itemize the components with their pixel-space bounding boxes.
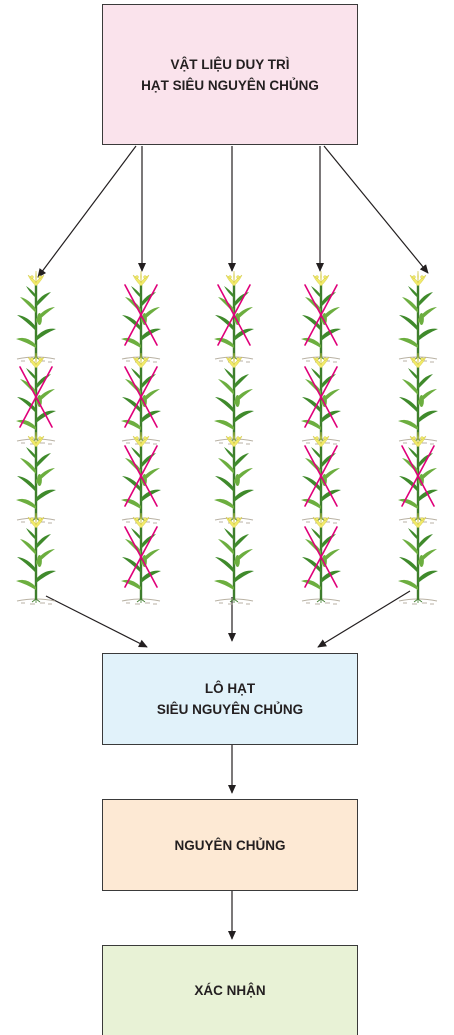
cross-mark-icon	[304, 366, 338, 428]
certified-seed-label: XÁC NHẬN	[194, 983, 266, 998]
corn-plant-icon	[119, 511, 163, 606]
cross-mark-icon	[124, 445, 158, 507]
certified-seed-box: XÁC NHẬN	[102, 945, 358, 1035]
corn-plant-icon	[14, 511, 58, 606]
cross-mark-icon	[124, 526, 158, 588]
corn-plant-icon	[299, 511, 343, 606]
corn-plant-icon	[119, 430, 163, 525]
cross-mark-icon	[124, 284, 158, 346]
corn-plant-icon	[299, 430, 343, 525]
elite-seed-label: NGUYÊN CHỦNG	[174, 837, 286, 853]
flow-arrows	[37, 145, 429, 940]
corn-plant-icon	[212, 269, 256, 364]
elite-seed-box: NGUYÊN CHỦNG	[102, 799, 358, 891]
corn-plant-icon	[212, 430, 256, 525]
cross-mark-icon	[304, 526, 338, 588]
corn-plant-icon	[212, 351, 256, 446]
corn-plant-icon	[396, 430, 440, 525]
corn-plant-icon	[14, 269, 58, 364]
plant-grid	[14, 269, 440, 606]
super-elite-seed-lot-box: LÔ HẠT SIÊU NGUYÊN CHỦNG	[102, 653, 358, 745]
cross-mark-icon	[401, 445, 435, 507]
cross-mark-icon	[19, 366, 53, 428]
cross-mark-icon	[304, 284, 338, 346]
arrow-top-to-col1	[37, 145, 137, 278]
corn-plant-icon	[119, 351, 163, 446]
corn-plant-icon	[14, 430, 58, 525]
arrow-plants-right-to-lot	[317, 590, 411, 648]
corn-plant-icon	[396, 269, 440, 364]
cross-mark-icon	[124, 366, 158, 428]
corn-plant-icon	[14, 351, 58, 446]
corn-plant-icon	[299, 351, 343, 446]
corn-plant-icon	[299, 269, 343, 364]
seed-lot-line2: SIÊU NGUYÊN CHỦNG	[156, 702, 304, 717]
maintenance-material-line2: HẠT SIÊU NGUYÊN CHỦNG	[141, 77, 319, 93]
corn-plant-icon	[119, 269, 163, 364]
corn-plant-icon	[396, 351, 440, 446]
seed-lot-line1: LÔ HẠT	[204, 681, 256, 696]
cross-mark-icon	[217, 284, 251, 346]
maintenance-material-line1: VẬT LIỆU DUY TRÌ	[170, 56, 290, 72]
arrow-plants-left-to-lot	[45, 595, 148, 648]
cross-mark-icon	[304, 445, 338, 507]
maintenance-material-box: VẬT LIỆU DUY TRÌ HẠT SIÊU NGUYÊN CHỦNG	[102, 4, 358, 145]
corn-plant-icon	[396, 511, 440, 606]
corn-plant-icon	[212, 511, 256, 606]
arrow-top-to-col5	[323, 145, 429, 274]
